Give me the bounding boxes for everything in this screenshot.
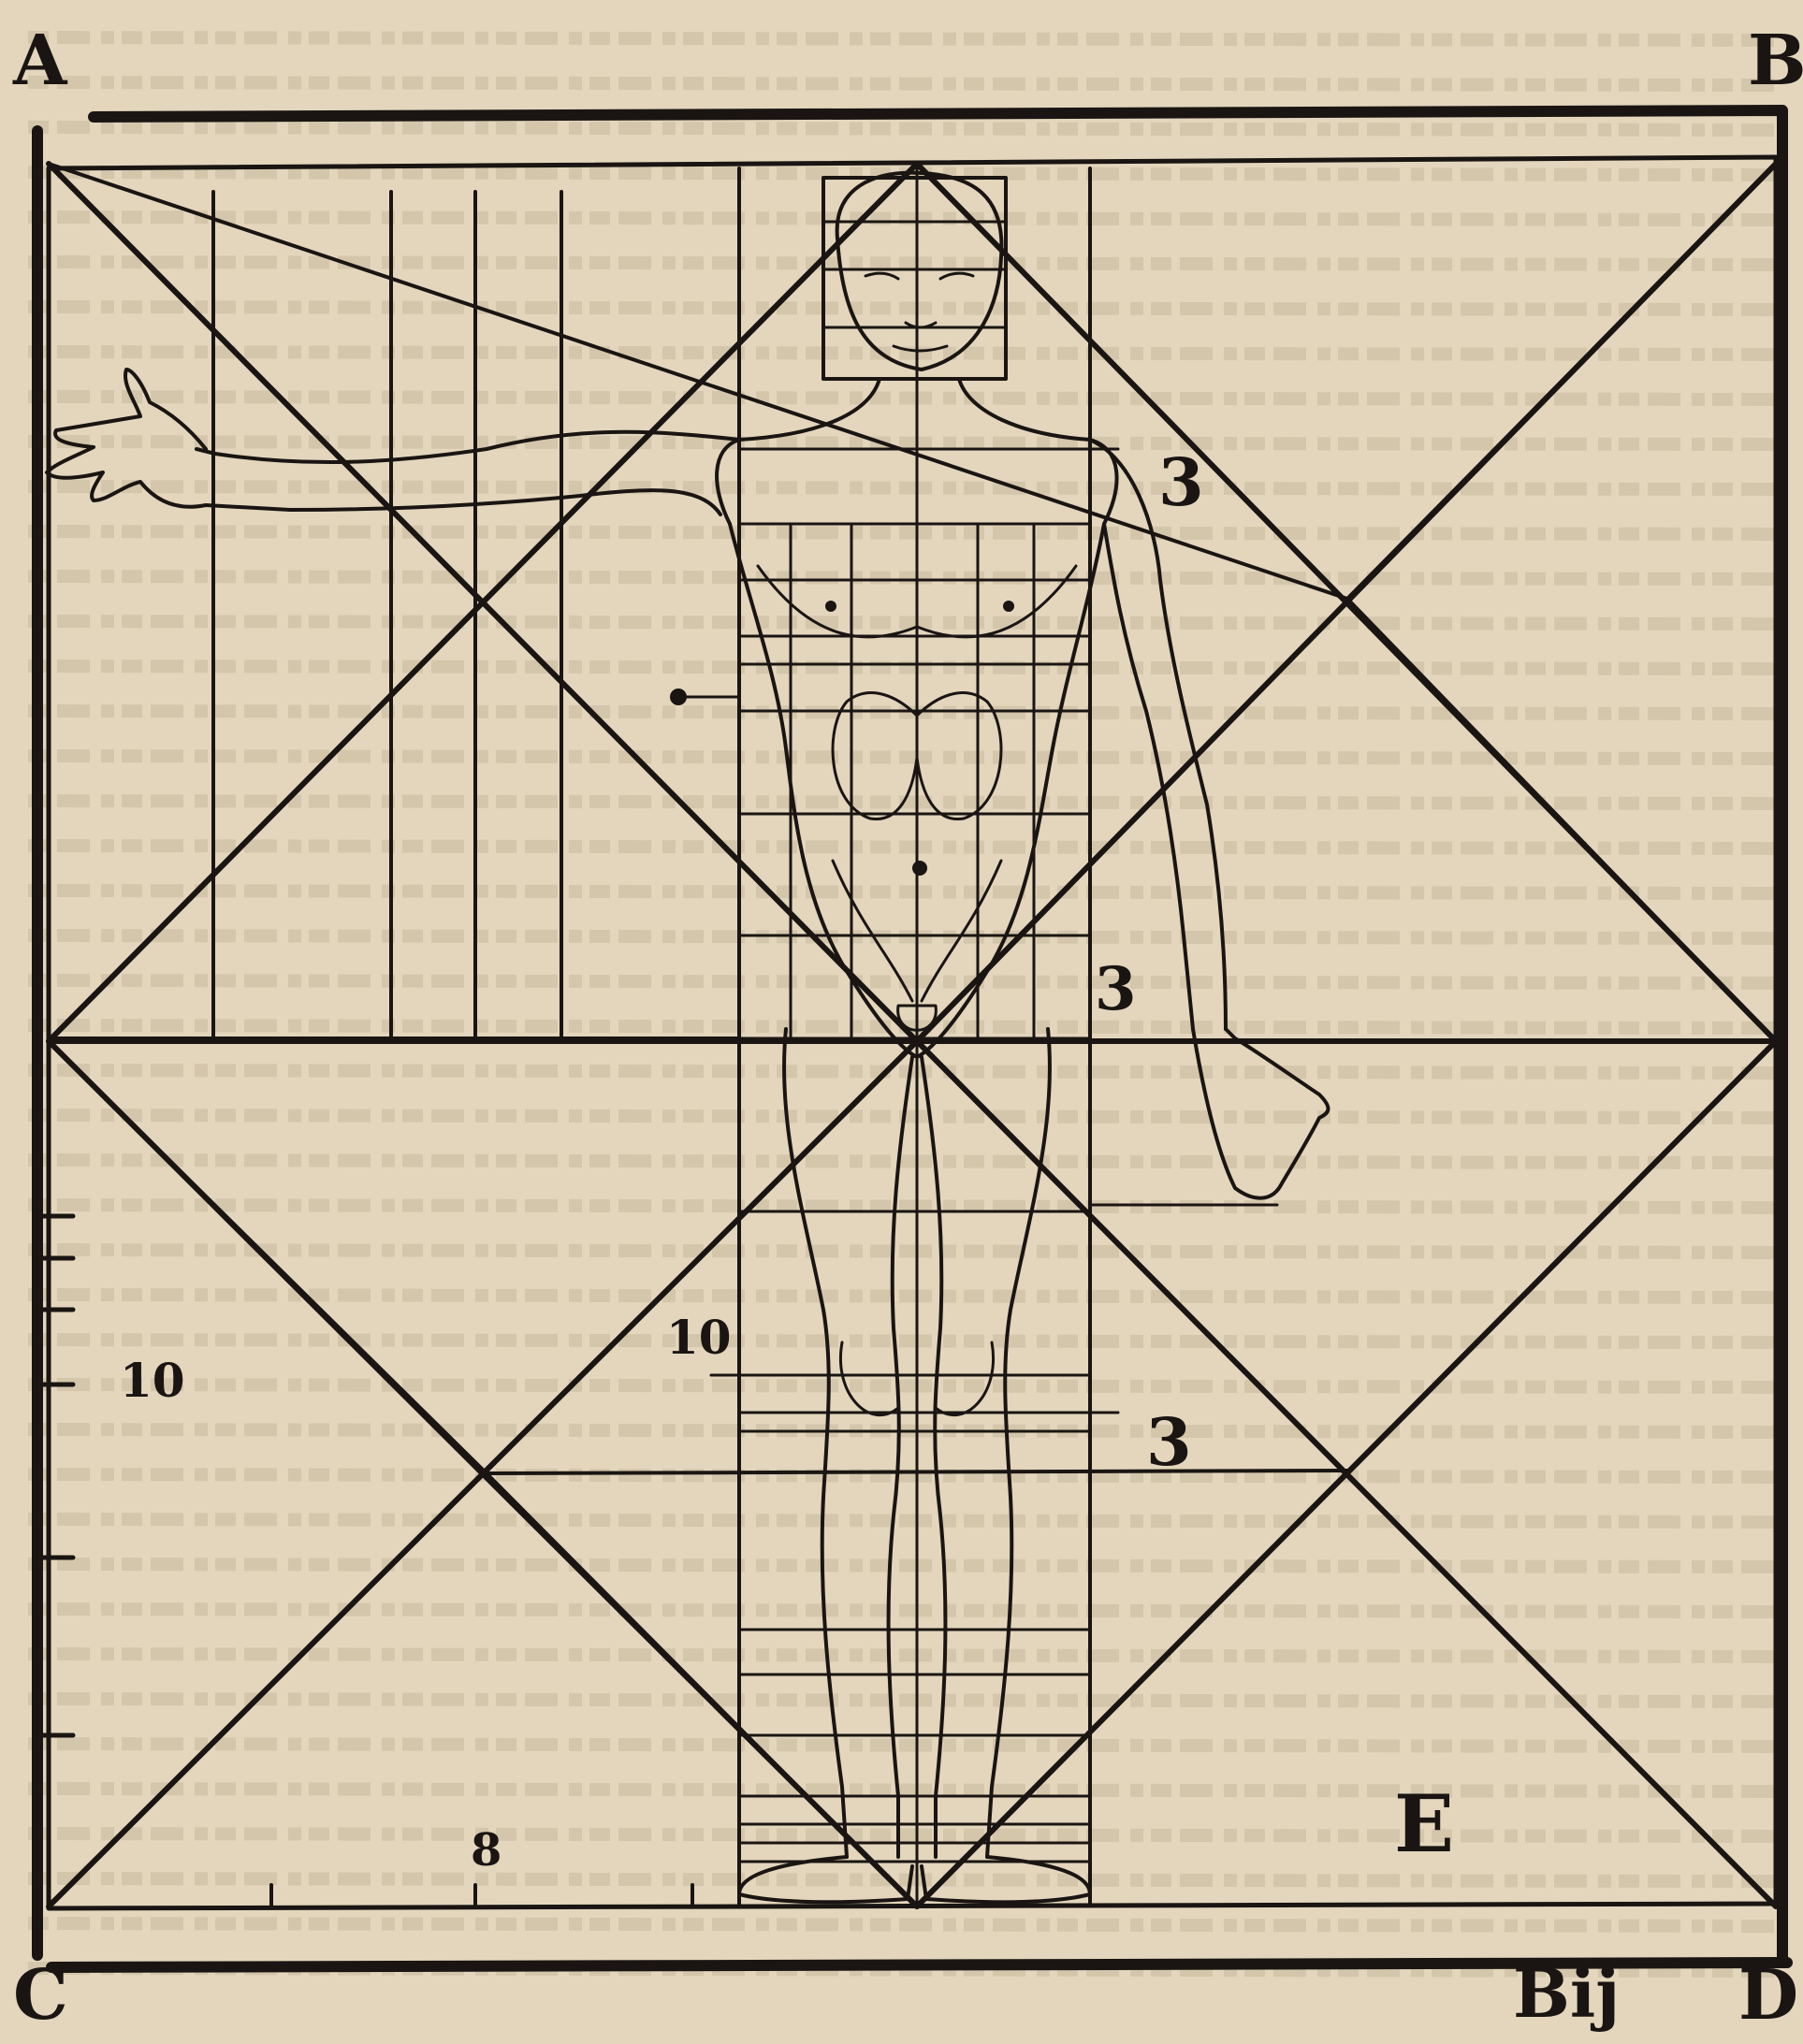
right-hand-outline (1193, 1029, 1328, 1198)
corner-label-c: C (13, 1955, 68, 2036)
left-hand-outline (47, 370, 206, 507)
measure-dot (670, 689, 687, 705)
right-eye (940, 273, 973, 279)
diagonal-line (1347, 164, 1776, 599)
mouth (894, 346, 947, 351)
left-eye (865, 273, 898, 279)
diagonal-line (49, 1041, 487, 1473)
left-leg-outer (784, 1029, 847, 1857)
corner-label-b: B (1748, 21, 1803, 101)
head-outline (837, 173, 1002, 370)
right-arm-outer-outline (1090, 440, 1226, 1029)
number-mark-10-mid: 10 (666, 1310, 732, 1365)
nipple-mark-right (1003, 601, 1014, 612)
number-mark-10-left: 10 (120, 1353, 185, 1408)
nipple-mark-left (825, 601, 836, 612)
signature-mark: Bij (1513, 1953, 1620, 2033)
corner-label-d: D (1738, 1955, 1798, 2036)
left-arm-lower-outline (206, 490, 720, 515)
monogram-mark: E (1394, 1777, 1454, 1870)
left-knee (840, 1342, 898, 1415)
right-leg-inner (922, 1057, 945, 1857)
navel-mark (912, 861, 927, 876)
right-knee (936, 1342, 994, 1415)
corner-label-a: A (13, 21, 66, 101)
number-mark-3-hip: 3 (1095, 954, 1137, 1024)
left-arm-upper-outline (196, 432, 739, 462)
diagonal-line (1347, 1041, 1776, 1473)
groin-line-right (922, 861, 1001, 1001)
number-mark-8: 8 (471, 1824, 502, 1877)
diagonal-line (49, 599, 487, 1041)
left-leg-inner (889, 1057, 912, 1857)
right-leg-outer (987, 1029, 1050, 1857)
diagonal-line (1347, 599, 1776, 1041)
number-mark-3-chest: 3 (1158, 443, 1204, 521)
groin-line-left (833, 861, 912, 1001)
number-mark-3-knee: 3 (1146, 1403, 1192, 1481)
head-box (823, 178, 1006, 379)
